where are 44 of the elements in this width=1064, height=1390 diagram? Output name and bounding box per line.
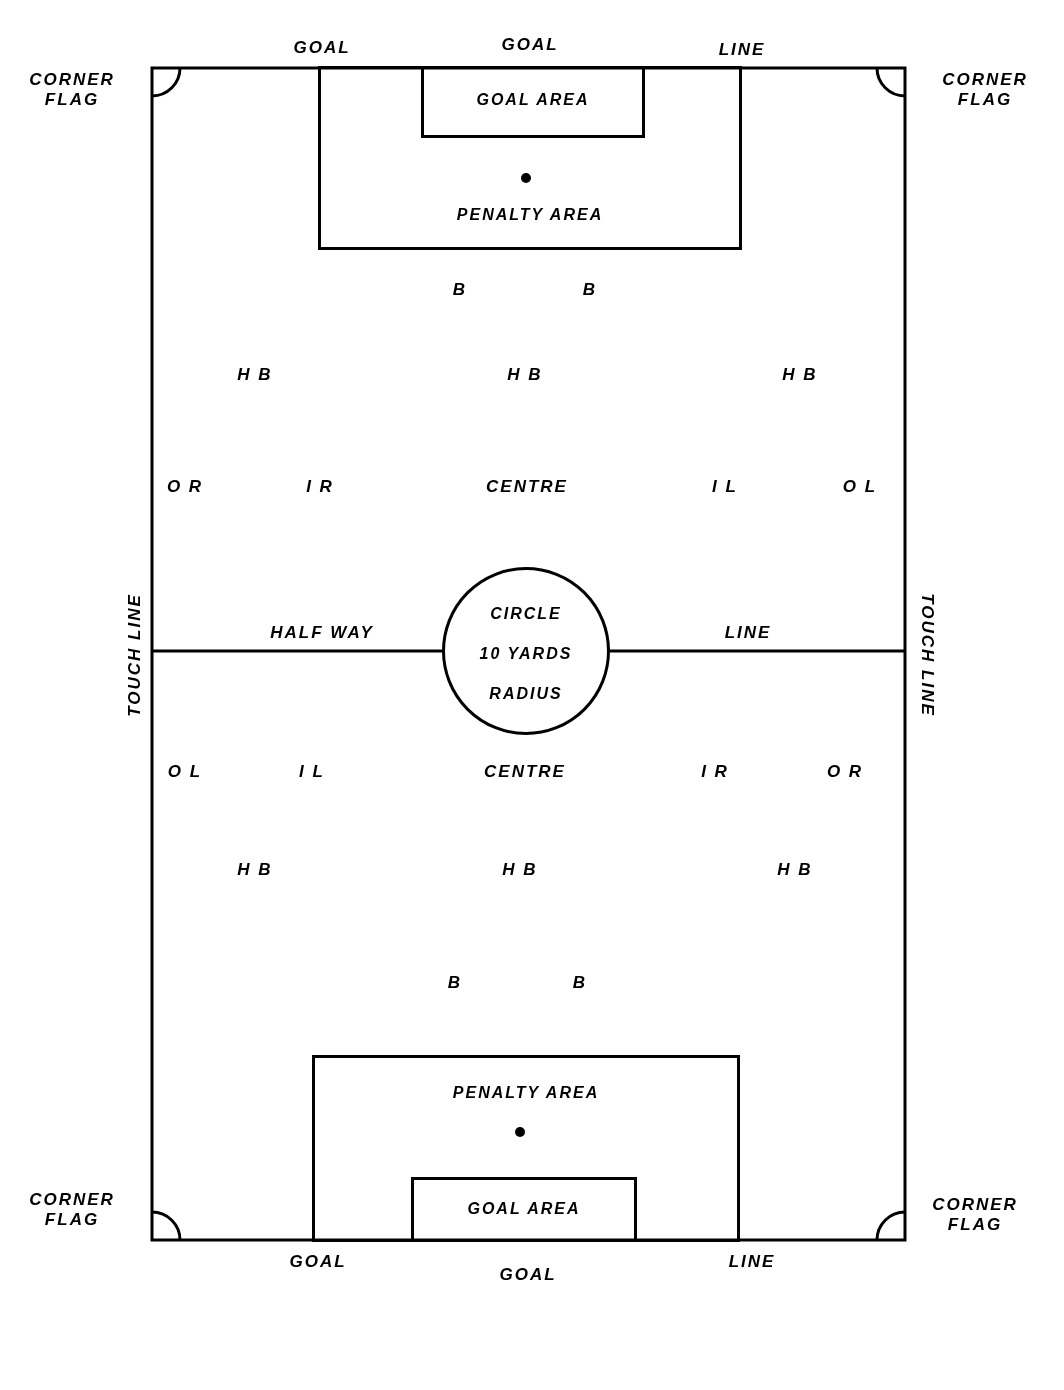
pitch-label: CENTRE bbox=[486, 477, 568, 497]
pitch-label: B bbox=[447, 973, 463, 993]
pitch-label: LINE bbox=[728, 1252, 776, 1272]
pitch-label: B bbox=[582, 280, 598, 300]
pitch-label: CENTRE bbox=[484, 762, 566, 782]
pitch-label: H B bbox=[782, 365, 818, 385]
pitch-label: GOAL bbox=[293, 38, 351, 58]
centre-circle bbox=[442, 567, 610, 735]
pitch-label: GOAL bbox=[501, 35, 559, 55]
pitch-label: CORNER FLAG bbox=[28, 1190, 116, 1230]
pitch-label: GOAL bbox=[499, 1265, 557, 1285]
pitch-label: O L bbox=[167, 762, 203, 782]
area-label: CIRCLE 10 YARDS RADIUS bbox=[479, 604, 573, 704]
area-label: PENALTY AREA bbox=[455, 206, 605, 224]
pitch-label: TOUCH LINE bbox=[125, 593, 145, 717]
pitch-label: O R bbox=[166, 477, 204, 497]
goal-area bbox=[411, 1177, 637, 1242]
penalty-area bbox=[318, 66, 742, 250]
pitch-label: GOAL bbox=[289, 1252, 347, 1272]
pitch-label: O R bbox=[826, 762, 864, 782]
area-label: PENALTY AREA bbox=[451, 1084, 601, 1102]
pitch-label: I L bbox=[712, 477, 738, 497]
pitch-label: O L bbox=[842, 477, 878, 497]
pitch-label: H B bbox=[777, 860, 813, 880]
pitch-label: H B bbox=[237, 365, 273, 385]
pitch-label: CORNER FLAG bbox=[28, 70, 116, 110]
area-label: GOAL AREA bbox=[466, 1200, 582, 1218]
pitch-label: CORNER FLAG bbox=[931, 1195, 1019, 1235]
pitch-label: HALF WAY bbox=[270, 623, 374, 643]
pitch-label: H B bbox=[507, 365, 543, 385]
area-label: GOAL AREA bbox=[475, 91, 591, 109]
pitch-label: LINE bbox=[718, 40, 766, 60]
pitch-label: B bbox=[452, 280, 468, 300]
pitch-label: I R bbox=[701, 762, 729, 782]
pitch-label: TOUCH LINE bbox=[917, 593, 937, 717]
pitch-label: B bbox=[572, 973, 588, 993]
pitch-label: H B bbox=[502, 860, 538, 880]
goal-area bbox=[421, 66, 645, 138]
penalty-area bbox=[312, 1055, 740, 1242]
pitch-label: LINE bbox=[724, 623, 772, 643]
pitch-label: H B bbox=[237, 860, 273, 880]
pitch-label: I R bbox=[306, 477, 334, 497]
pitch-label: I L bbox=[299, 762, 325, 782]
pitch-label: CORNER FLAG bbox=[941, 70, 1029, 110]
